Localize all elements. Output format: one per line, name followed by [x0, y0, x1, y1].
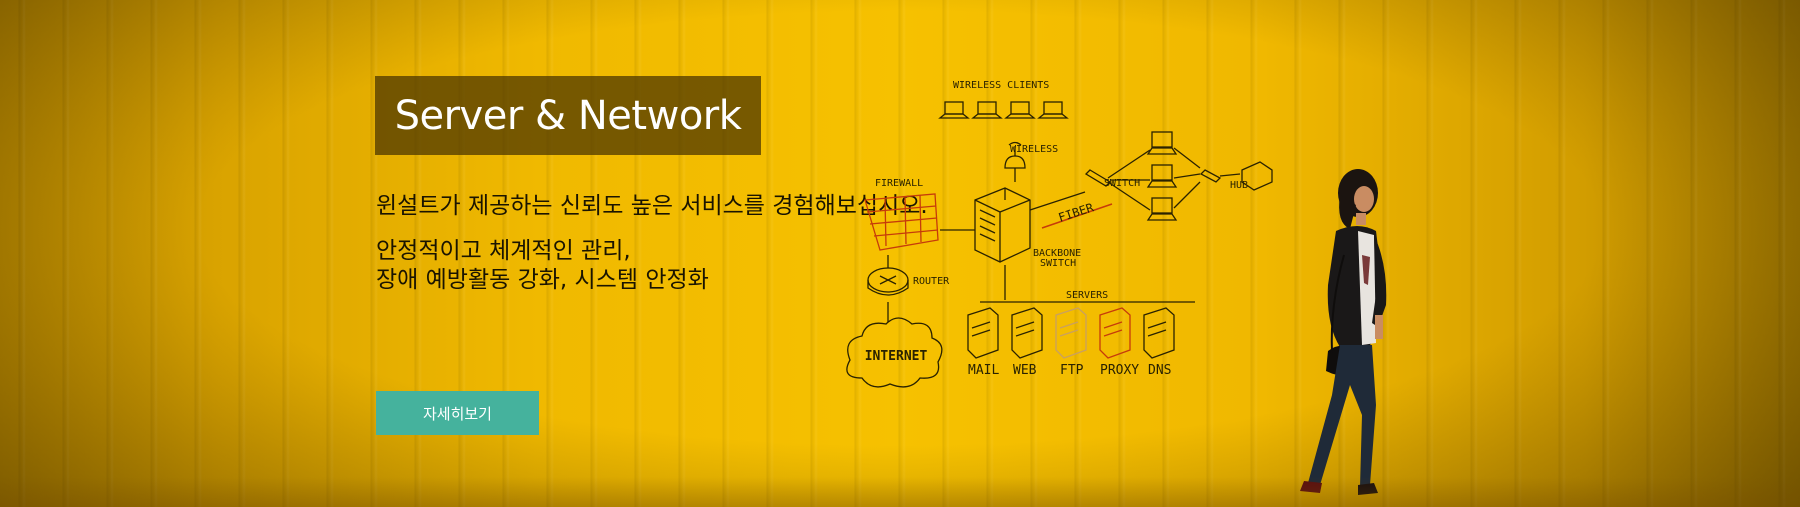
laptop-icon: [1004, 101, 1036, 119]
hero-description-line-1: 안정적이고 체계적인 관리,: [376, 238, 631, 264]
web-server-icon: [1011, 307, 1043, 359]
internet-cloud-icon: [846, 317, 943, 388]
wireless-label: WIRELESS: [1010, 144, 1058, 155]
backbone-switch-label: SWITCH: [1040, 258, 1076, 269]
hero-title-box: Server & Network: [375, 76, 761, 155]
hub-label: HUB: [1230, 180, 1248, 191]
hero-tagline: 윈설트가 제공하는 신뢰도 높은 서비스를 경험해보십시오.: [376, 193, 928, 219]
view-details-button[interactable]: 자세히보기: [376, 391, 539, 435]
mail-label: MAIL: [968, 363, 999, 378]
ftp-label: FTP: [1060, 363, 1084, 378]
internet-label: INTERNET: [865, 349, 928, 364]
router-label: ROUTER: [913, 276, 950, 287]
hub-icon: [1199, 169, 1222, 183]
mail-server-icon: [967, 307, 999, 359]
laptop-icon: [938, 101, 970, 119]
laptop-icon: [971, 101, 1003, 119]
switch-icon: [1084, 169, 1112, 187]
laptop-icon: [1037, 101, 1069, 119]
wireless-antenna-icon: [1004, 155, 1026, 169]
computer-icon: [1146, 131, 1178, 155]
proxy-server-icon: [1099, 307, 1131, 359]
wireless-clients-label: WIRELESS CLIENTS: [953, 80, 1049, 91]
backbone-label: BACKBONE: [1033, 248, 1081, 259]
proxy-label: PROXY: [1100, 363, 1139, 378]
hero-description-line-2: 장애 예방활동 강화, 시스템 안정화: [376, 267, 709, 293]
network-diagram-illustration: WIRELESS CLIENTS WIRELESS FIREWALL SWITC…: [846, 80, 1273, 388]
servers-label: SERVERS: [1066, 290, 1108, 301]
dns-label: DNS: [1148, 363, 1171, 378]
walking-woman-photo: [1300, 169, 1387, 495]
ftp-server-icon: [1055, 307, 1087, 359]
firewall-icon: [864, 193, 939, 251]
hero-title: Server & Network: [394, 92, 742, 139]
firewall-label: FIREWALL: [875, 178, 923, 189]
dns-server-icon: [1143, 307, 1175, 359]
computer-icon: [1146, 164, 1178, 188]
switch-label: SWITCH: [1104, 178, 1140, 189]
main-server-icon: [974, 187, 1031, 263]
web-label: WEB: [1013, 363, 1037, 378]
fiber-label: FIBER: [1057, 200, 1096, 225]
printer-icon: [1241, 161, 1273, 191]
computer-icon: [1146, 197, 1178, 221]
